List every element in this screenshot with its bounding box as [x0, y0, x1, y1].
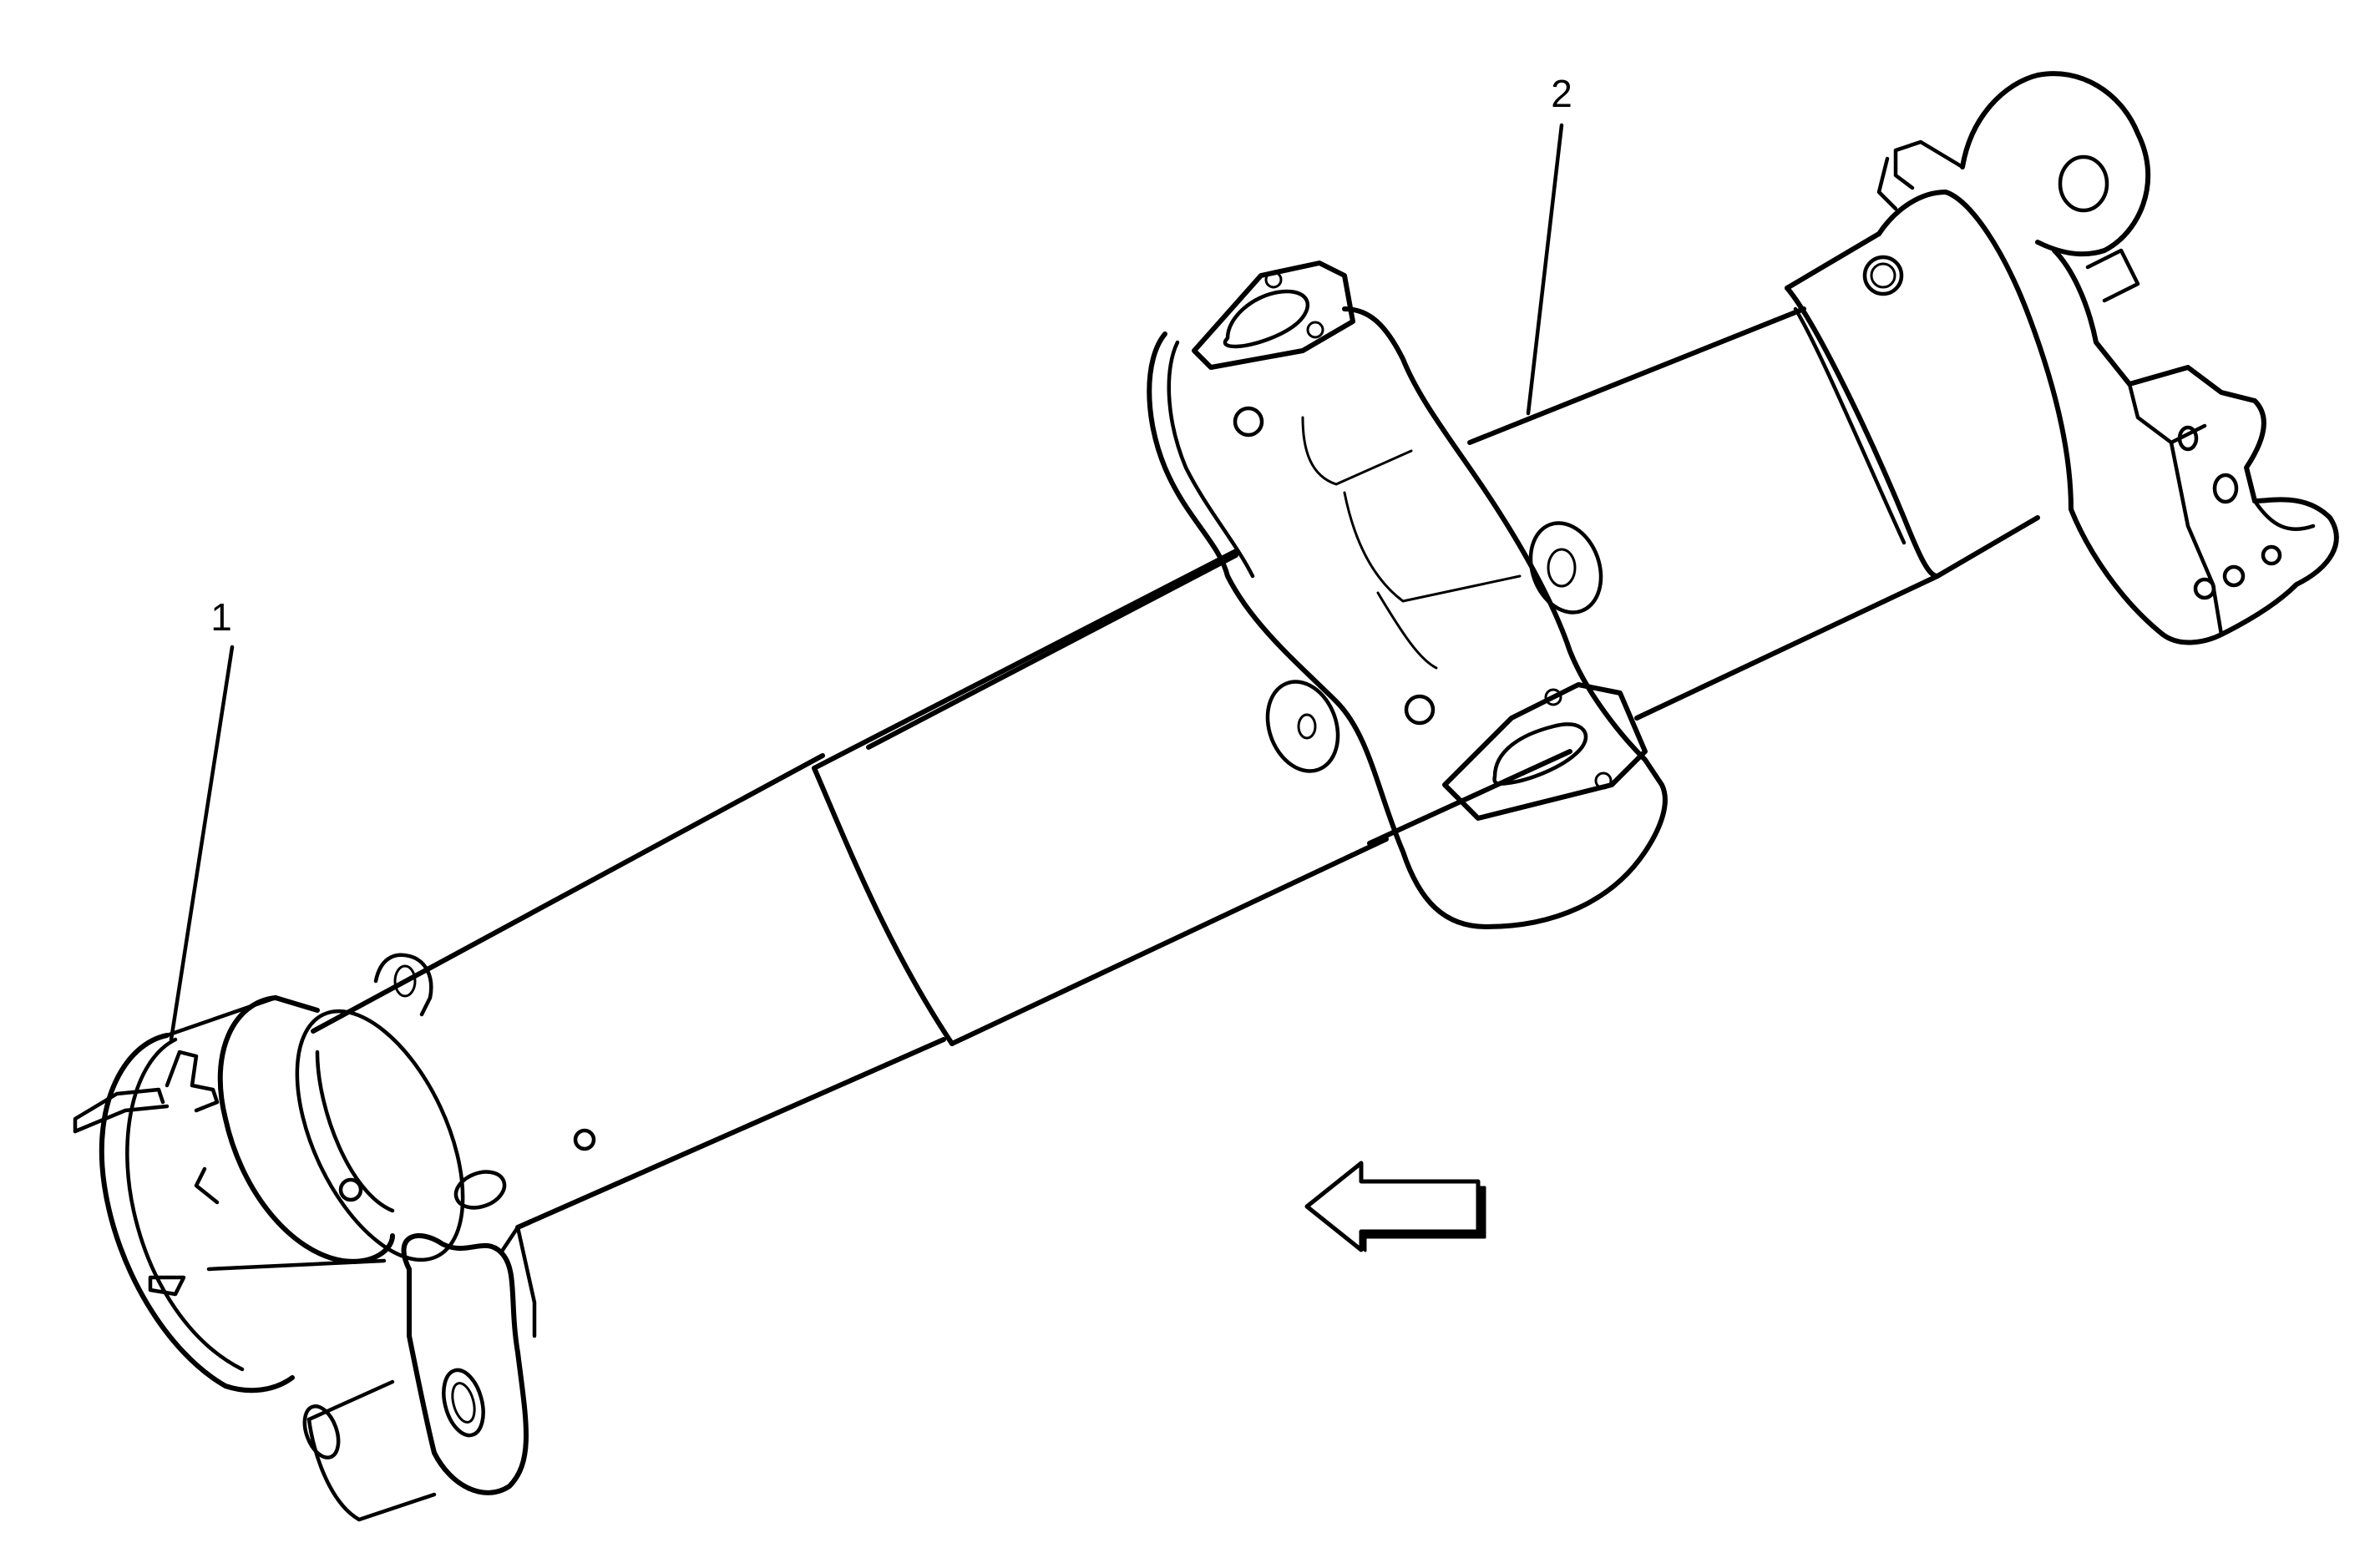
tube-holes [453, 1128, 596, 1210]
callout-lines [169, 123, 1564, 1042]
right-collar [1785, 231, 2040, 579]
callout-label-2: 2 [1551, 72, 1572, 115]
callout-label-1: 1 [210, 595, 232, 639]
center-mounting-bracket [1147, 261, 1668, 929]
left-collar [217, 995, 465, 1264]
left-arrow-icon [1304, 1161, 1486, 1252]
callout-line-1 [169, 645, 235, 1042]
lower-left-bracket [302, 1225, 537, 1522]
shaft-tube [311, 306, 1940, 1230]
switch-housing [73, 995, 387, 1394]
upper-left-tab [373, 953, 433, 1017]
middle-sleeve [812, 549, 1389, 1046]
callout-line-2 [1526, 123, 1564, 416]
right-yoke-mount [1876, 71, 2339, 645]
